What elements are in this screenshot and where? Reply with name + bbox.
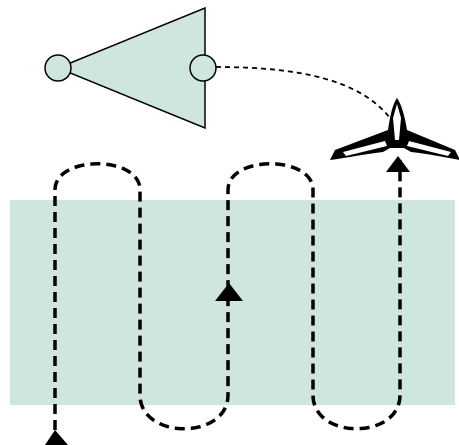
drone-icon [330, 98, 459, 160]
flight-path [53, 160, 402, 431]
direction-arrow-start [45, 430, 68, 445]
direction-arrow-middle [215, 283, 243, 301]
cone-apex-node [44, 54, 72, 82]
survey-area [10, 200, 455, 405]
direction-arrow-end [386, 156, 410, 172]
cone-base-node [189, 54, 217, 82]
cone-to-aircraft-link [215, 66, 391, 119]
sensor-cone [56, 6, 206, 130]
